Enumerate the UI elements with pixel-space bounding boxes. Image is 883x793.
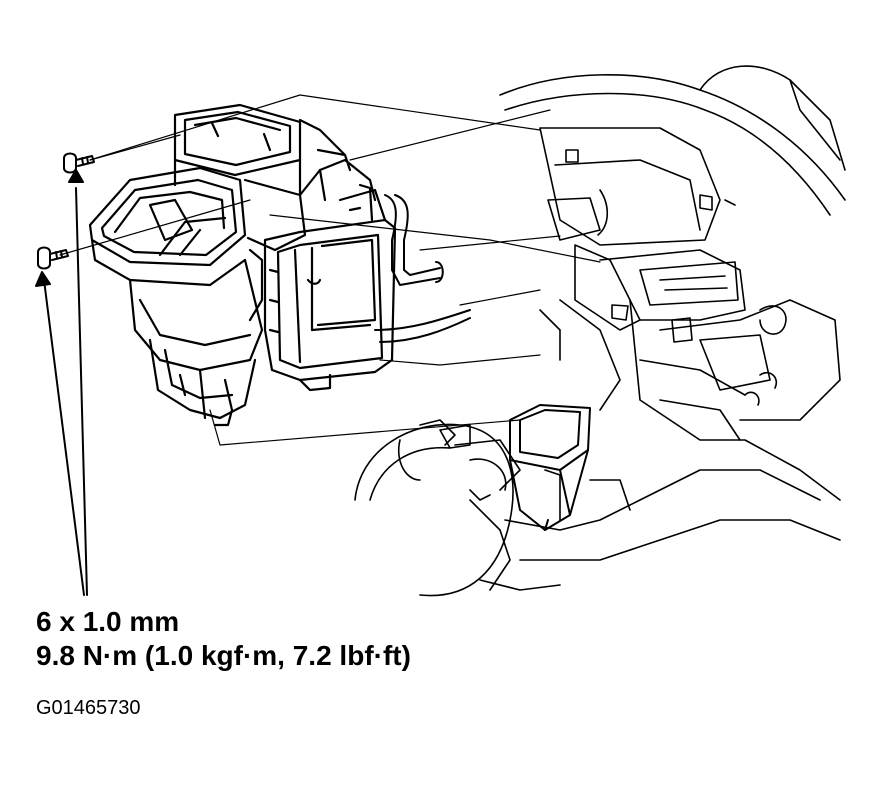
heater-unit: [88, 103, 397, 427]
arrow-to-upper-bolt: [75, 187, 88, 596]
callout-arrows: [35, 169, 88, 596]
reference-lines: [59, 94, 601, 446]
arrow-to-lower-bolt: [43, 279, 85, 596]
bolt-size-label: 6 x 1.0 mm: [36, 606, 180, 637]
dashboard-frame: [499, 65, 846, 501]
hoses: [374, 194, 471, 343]
bolt-icon-lower: [37, 246, 69, 270]
lower-components: [354, 419, 841, 597]
figure-code: G01465730: [36, 697, 141, 719]
bolt-icon-upper: [63, 152, 95, 174]
rear-duct: [509, 404, 591, 531]
torque-spec-label: 9.8 N·m (1.0 kgf·m, 7.2 lbf·ft): [36, 640, 411, 671]
